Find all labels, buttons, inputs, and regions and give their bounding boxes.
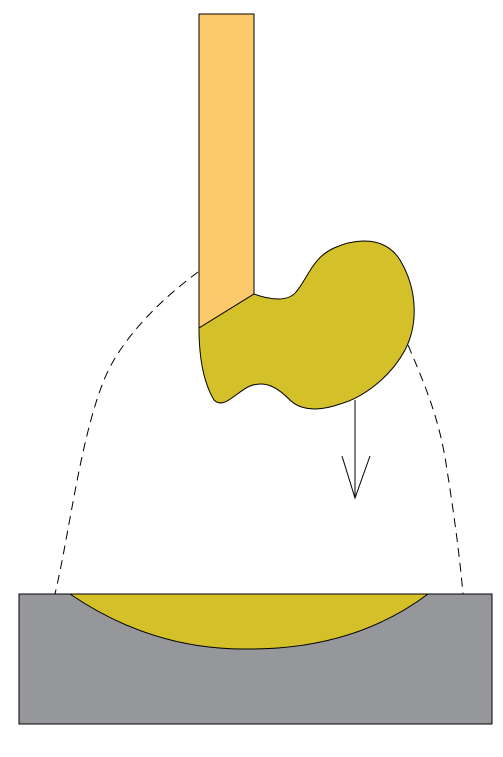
electrode (198, 13, 255, 329)
arc-envelope-right (407, 344, 464, 595)
molten-droplet (198, 240, 415, 410)
arrow-head (341, 455, 371, 500)
downward-force-arrow (341, 400, 371, 500)
arc-envelope-left (54, 271, 199, 595)
weld-pool (68, 593, 430, 650)
